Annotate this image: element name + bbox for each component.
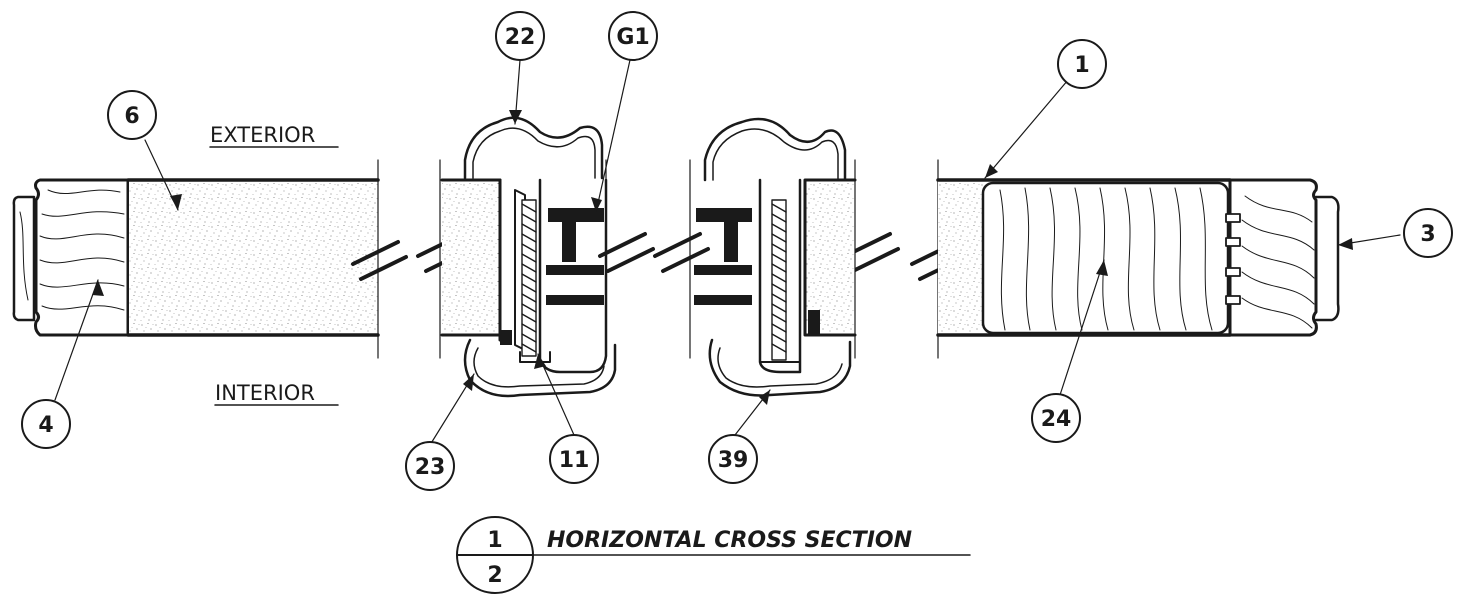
- left-foam-core: [126, 159, 380, 359]
- callout-22: 22: [505, 25, 536, 50]
- arrowheads: [92, 110, 1353, 405]
- right-wood-stile: [1225, 178, 1340, 337]
- right-glazing-frame: [689, 117, 857, 397]
- callout-6: 6: [124, 104, 139, 129]
- callout-1: 1: [1074, 53, 1089, 78]
- drawing-title: HORIZONTAL CROSS SECTION: [547, 528, 912, 553]
- callout-39: 39: [718, 448, 749, 473]
- callout-23: 23: [415, 455, 446, 480]
- sheet-number: 2: [487, 563, 502, 588]
- exterior-label: EXTERIOR: [210, 123, 315, 147]
- right-foam-core: [936, 159, 1232, 359]
- right-wood-block: [981, 181, 1230, 335]
- callout-3: 3: [1420, 222, 1435, 247]
- left-glazing-frame: [439, 116, 617, 398]
- break-marks: [351, 232, 967, 281]
- callout-24: 24: [1041, 407, 1072, 432]
- left-wood-stile: [12, 178, 130, 337]
- callout-g1: G1: [616, 25, 649, 50]
- leader-lines: [54, 59, 1401, 446]
- callout-11: 11: [559, 448, 590, 473]
- detail-number: 1: [487, 528, 502, 553]
- interior-label: INTERIOR: [215, 381, 315, 405]
- callout-4: 4: [38, 413, 53, 438]
